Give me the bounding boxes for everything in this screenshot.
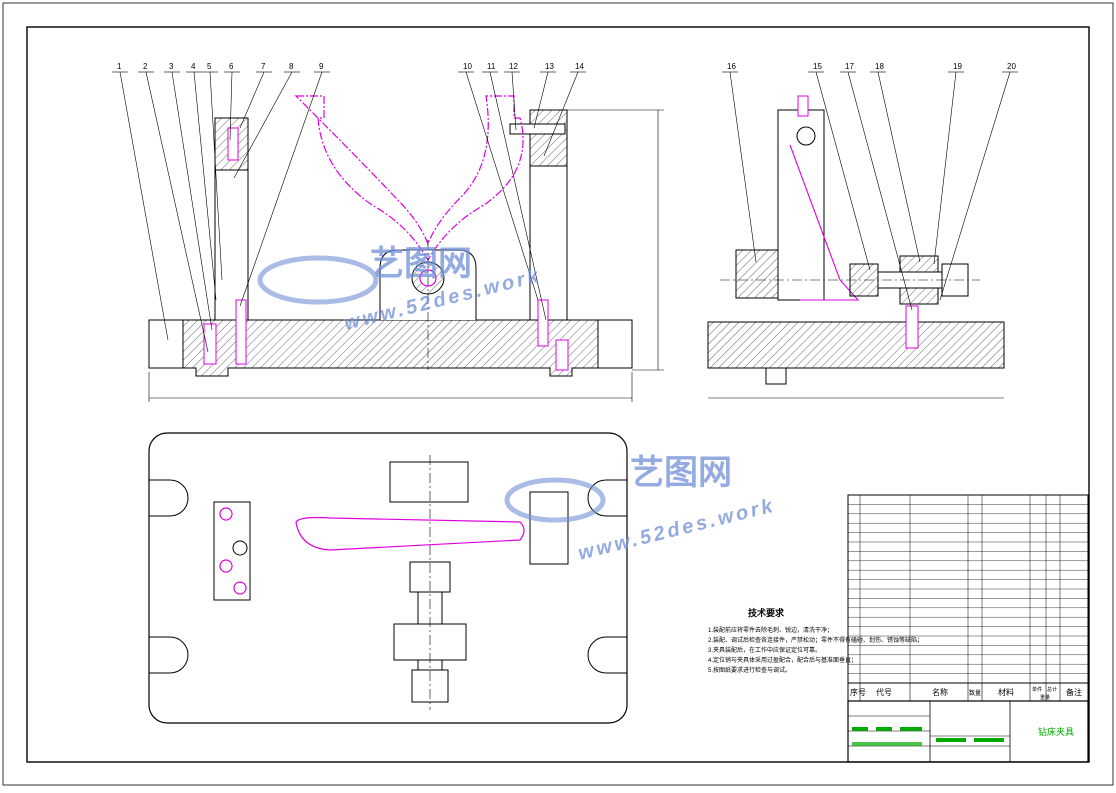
right-column-clamp-section: [529, 109, 568, 167]
side-bolt: [905, 305, 919, 349]
part-number-6: 6: [229, 62, 234, 71]
side-screw: [509, 123, 566, 135]
slot-top-left: [149, 479, 189, 517]
leader-line: [239, 71, 323, 307]
part-number-2: 2: [143, 62, 148, 71]
watermark-brand-2: 艺图网: [630, 454, 732, 492]
top-upright: [389, 461, 469, 503]
part-number-12: 12: [509, 62, 518, 71]
side-hole: [796, 126, 816, 146]
part-number-9: 9: [319, 62, 324, 71]
side-base-section: [707, 321, 1005, 369]
slot-bottom-right: [587, 636, 627, 674]
bolt-right: [555, 339, 569, 371]
part-number-11: 11: [487, 62, 496, 71]
part-number-17: 17: [845, 62, 854, 71]
part-number-8: 8: [289, 62, 294, 71]
part-number-13: 13: [545, 62, 554, 71]
bom-col-material: 材料: [998, 687, 1014, 697]
tech-note-4: 4.定位销与夹具体采用过盈配合，配合后与基准面垂直；: [708, 656, 857, 664]
clamp-screw-left: [227, 127, 239, 161]
side-upright: [777, 109, 825, 301]
slot-bottom-left: [149, 636, 189, 674]
side-view: [707, 95, 1005, 399]
part-number-1: 1: [117, 62, 122, 71]
bom-col-name: 名称: [932, 687, 948, 697]
part-number-14: 14: [575, 62, 584, 71]
leader-line: [511, 71, 517, 131]
leader-line: [543, 71, 579, 157]
leader-line: [239, 71, 265, 129]
bom-col-code: 代号: [876, 687, 892, 697]
locating-pin-left: [235, 299, 247, 365]
top-view: [148, 432, 628, 724]
part-number-5: 5: [207, 62, 212, 71]
locating-key: [765, 367, 787, 385]
leader-line: [489, 71, 547, 321]
part-number-19: 19: [953, 62, 962, 71]
part-number-18: 18: [875, 62, 884, 71]
watermark-site-2: www.52des.work: [576, 495, 778, 565]
leader-line: [939, 71, 1011, 301]
part-number-10: 10: [463, 62, 472, 71]
leader-line: [877, 71, 921, 263]
part-number-20: 20: [1007, 62, 1016, 71]
tech-note-1: 1.装配前应将零件去除毛刺、锐边，清洗干净；: [708, 626, 833, 634]
workpiece-top: [295, 516, 525, 551]
tech-note-2: 2.装配、调试后检查各连接件，严禁松动；零件不得有磕碰、划伤、锈蚀等缺陷；: [708, 636, 923, 644]
tech-requirements: 技术要求 1.装配前应将零件去除毛刺、锐边，清洗干净； 2.装配、调试后检查各连…: [708, 607, 923, 674]
workpiece-side: [789, 144, 860, 301]
base-end-right: [597, 319, 633, 369]
bom-col-remark: 备注: [1066, 687, 1082, 697]
watermark-brand-1: 艺图网: [370, 245, 472, 283]
inner-border: [26, 26, 1090, 763]
leader-line: [145, 71, 209, 353]
workpiece-top-side: [797, 95, 809, 117]
leader-line: [533, 71, 549, 129]
bom-col-qty: 数量: [969, 689, 981, 697]
part-balloons-side: 16 15 17 18 19 20: [722, 62, 1018, 311]
title-block: 钻床夹具: [847, 700, 1089, 763]
leader-line: [171, 71, 213, 331]
front-view: [148, 95, 664, 402]
top-base-outline: [148, 432, 628, 724]
workpiece-fork-arm: [294, 95, 524, 262]
leader-line: [465, 71, 539, 301]
locating-pin-right: [537, 299, 549, 347]
title-drawing-name: 钻床夹具: [1038, 726, 1074, 737]
leader-line: [933, 71, 957, 265]
leader-line: [209, 71, 223, 281]
part-number-7: 7: [261, 62, 266, 71]
leader-line: [193, 71, 217, 301]
bom-col-single: 单件: [1032, 686, 1042, 693]
bom-col-weight: 重量: [1040, 694, 1050, 701]
part-number-3: 3: [169, 62, 174, 71]
tech-note-5: 5.按图纸要求进行检查与调试。: [708, 666, 791, 674]
leader-line: [119, 71, 169, 341]
leader-line: [729, 71, 757, 263]
bom-col-seq: 序号: [850, 687, 866, 697]
bill-of-materials: 序号 代号 名称 数量 材料 单件 总计 重量 备注: [847, 494, 1089, 702]
part-number-16: 16: [727, 62, 736, 71]
tech-requirements-title: 技术要求: [748, 607, 785, 618]
bolt-left: [203, 323, 217, 365]
leader-line: [229, 71, 233, 141]
part-number-15: 15: [813, 62, 822, 71]
slot-top-right: [587, 479, 627, 517]
leader-line: [847, 71, 913, 311]
leader-line: [815, 71, 871, 271]
leader-line: [233, 71, 293, 179]
bom-col-total: 总计: [1047, 686, 1057, 693]
part-number-4: 4: [191, 62, 196, 71]
tech-note-3: 3.夹具装配后，在工作中应保证定位可靠。: [708, 646, 821, 654]
top-right-block: [529, 491, 569, 565]
